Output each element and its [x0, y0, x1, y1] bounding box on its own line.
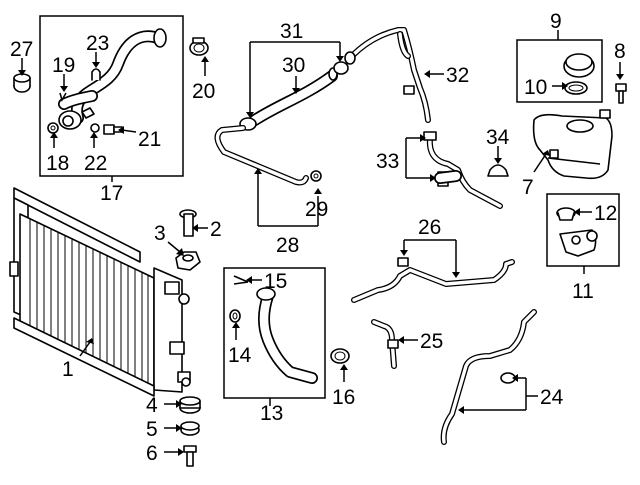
sensor-2 — [179, 209, 197, 237]
clamp-16 — [330, 348, 350, 364]
lower-hose-13 — [256, 287, 318, 384]
callout-25: 25 — [420, 330, 443, 353]
callout-labels: 27 19 23 20 18 22 21 17 31 30 32 33 34 9… — [10, 10, 626, 465]
pipe-28 — [214, 125, 309, 186]
clamp-31b — [333, 61, 349, 75]
expansion-tank-7 — [532, 109, 613, 180]
callout-9: 9 — [550, 10, 562, 33]
callout-24: 24 — [540, 386, 564, 409]
callout-28: 28 — [276, 234, 299, 257]
callout-14: 14 — [228, 344, 252, 367]
box-13 — [223, 267, 326, 399]
sensor-21 — [103, 124, 123, 135]
isolator-4 — [179, 396, 201, 414]
pipe-25 — [371, 319, 399, 369]
callout-18: 18 — [46, 152, 69, 175]
callout-2: 2 — [210, 218, 222, 241]
cap-10 — [563, 53, 595, 95]
o-ring-29 — [310, 170, 322, 182]
callout-34: 34 — [486, 126, 510, 149]
callout-6: 6 — [146, 442, 158, 465]
callout-26: 26 — [418, 216, 441, 239]
callout-33: 33 — [376, 150, 399, 173]
callout-15: 15 — [264, 270, 287, 293]
bolt-8 — [615, 83, 627, 104]
pipe-26 — [351, 257, 515, 303]
callout-5: 5 — [146, 418, 158, 441]
box-9 — [516, 39, 603, 103]
callout-21: 21 — [138, 128, 161, 151]
leader-lines — [18, 30, 624, 456]
o-ring-14 — [229, 309, 241, 323]
callout-19: 19 — [52, 54, 75, 77]
callout-20: 20 — [192, 80, 215, 103]
callout-30: 30 — [282, 54, 305, 77]
isolator-5 — [180, 421, 200, 436]
clip-23 — [91, 68, 101, 81]
callout-10: 10 — [524, 76, 547, 99]
radiator — [9, 187, 191, 397]
callout-31: 31 — [280, 20, 303, 43]
callout-8: 8 — [614, 40, 626, 63]
clip-15 — [233, 275, 249, 285]
callout-12: 12 — [594, 202, 617, 225]
o-ring-18 — [47, 122, 59, 134]
callout-13: 13 — [260, 402, 283, 425]
bolt-6 — [183, 445, 197, 467]
mount-3 — [175, 251, 201, 271]
callout-11: 11 — [572, 280, 594, 303]
pipe-32 — [344, 27, 431, 123]
callout-17: 17 — [100, 182, 123, 205]
callout-27: 27 — [10, 38, 33, 61]
bleed-hose-assembly — [58, 28, 167, 130]
callout-1: 1 — [62, 358, 74, 381]
callout-7: 7 — [522, 176, 534, 199]
bracket-assembly — [556, 207, 598, 257]
cap-27 — [13, 73, 31, 93]
box-11 — [546, 193, 620, 267]
callout-29: 29 — [305, 198, 328, 221]
clip-19 — [59, 92, 67, 102]
hose-24 — [440, 309, 537, 445]
hose-33 — [423, 131, 503, 209]
callout-3: 3 — [154, 222, 166, 245]
callout-4: 4 — [146, 394, 158, 417]
callout-32: 32 — [446, 64, 469, 87]
o-ring-22 — [90, 123, 100, 133]
cap-34 — [487, 164, 509, 177]
callout-22: 22 — [84, 152, 107, 175]
callout-23: 23 — [86, 32, 109, 55]
clamp-20 — [189, 37, 209, 56]
callout-16: 16 — [332, 386, 355, 409]
